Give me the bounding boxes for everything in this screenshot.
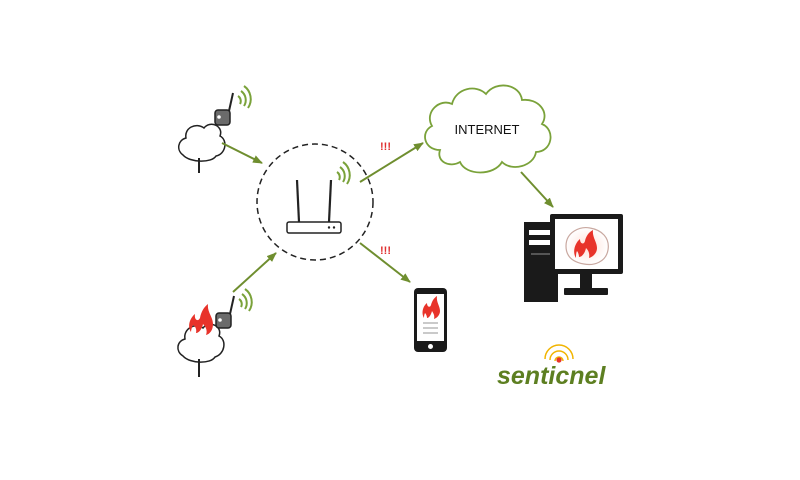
internet-cloud: INTERNET xyxy=(424,84,552,174)
wifi-icon xyxy=(336,161,351,185)
cloud-icon xyxy=(424,84,552,174)
gateway-range-circle xyxy=(256,143,374,261)
arrow-tree-top-to-gateway xyxy=(221,142,263,164)
logo-dot xyxy=(556,357,562,363)
sensor-icon xyxy=(214,92,234,126)
alert-mark-phone: !!! xyxy=(380,245,391,257)
arrow-internet-to-computer xyxy=(520,171,554,208)
tree-bottom-burning xyxy=(177,288,253,377)
cloud-label: INTERNET xyxy=(455,122,520,137)
arrow-gateway-to-phone xyxy=(359,242,411,283)
brand-name: senticnel xyxy=(497,362,606,390)
arrow-tree-bottom-to-gateway xyxy=(232,252,277,293)
fire-icon xyxy=(574,230,597,258)
computer-icon xyxy=(524,214,623,302)
sensor-icon xyxy=(215,295,235,329)
smartphone xyxy=(414,288,447,352)
wifi-icon xyxy=(238,288,253,312)
tree-icon xyxy=(177,323,225,377)
alert-mark-internet: !!! xyxy=(380,141,391,153)
desktop-computer xyxy=(524,214,623,302)
brand-part-1: senti xyxy=(497,362,556,390)
brand-part-2: c xyxy=(555,362,569,390)
tree-top xyxy=(178,85,252,173)
tree-icon xyxy=(178,123,226,173)
arrow-gateway-to-internet xyxy=(359,142,424,183)
senticnel-logo: senticnel xyxy=(497,344,606,390)
gateway-node xyxy=(256,143,374,261)
router-icon xyxy=(286,179,342,234)
logo-rings xyxy=(544,344,574,362)
brand-part-3: nel xyxy=(569,362,606,390)
wifi-icon xyxy=(237,85,252,109)
smartphone-icon xyxy=(414,288,447,352)
connection-arrows xyxy=(221,142,554,293)
fire-icon xyxy=(422,296,440,319)
fire-icon xyxy=(189,304,213,335)
